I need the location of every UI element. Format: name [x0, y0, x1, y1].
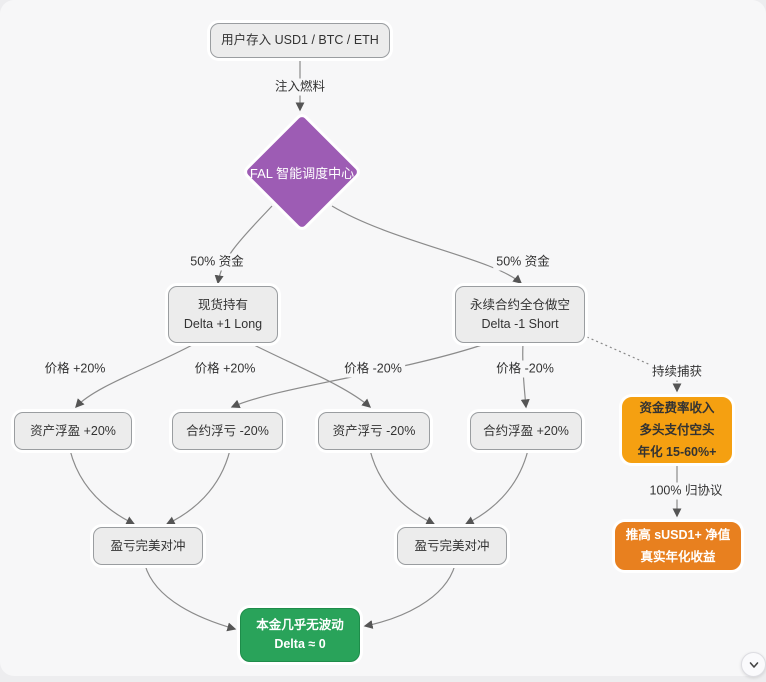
node-funding-line2: 多头支付空头	[639, 423, 715, 437]
edge-label-price-up-1: 价格 +20%	[41, 360, 109, 378]
node-hedge-right: 盈亏完美对冲	[397, 527, 507, 565]
edge-label-price-up-2: 价格 +20%	[191, 360, 259, 378]
node-funding-line1: 资金费率收入	[639, 401, 715, 415]
node-asset-loss-label: 资产浮亏 -20%	[332, 423, 416, 438]
edge-label-protocol: 100% 归协议	[646, 482, 726, 500]
node-contract-loss: 合约浮亏 -20%	[172, 412, 283, 450]
edge-label-fuel: 注入燃料	[271, 78, 329, 96]
node-spot-holding: 现货持有 Delta +1 Long	[168, 286, 278, 343]
chevron-down-icon	[749, 661, 758, 668]
node-principal-stable: 本金几乎无波动 Delta ≈ 0	[240, 608, 360, 662]
node-perp-line2: Delta -1 Short	[481, 316, 559, 331]
node-hedge-left-label: 盈亏完美对冲	[110, 538, 186, 553]
node-perp-short: 永续合约全仓做空 Delta -1 Short	[455, 286, 585, 343]
node-contract-loss-label: 合约浮亏 -20%	[186, 423, 269, 438]
node-nav-boost: 推高 sUSD1+ 净值 真实年化收益	[615, 522, 741, 570]
node-dispatcher-label: FAL 智能调度中心	[249, 165, 355, 181]
node-asset-gain-label: 资产浮盈 +20%	[30, 423, 116, 438]
node-nav-line1: 推高 sUSD1+ 净值	[625, 528, 731, 542]
node-perp-line1: 永续合约全仓做空	[469, 297, 570, 312]
edge-label-price-down-2: 价格 -20%	[493, 360, 557, 378]
edge-label-fund-right: 50% 资金	[493, 253, 553, 271]
node-hedge-right-label: 盈亏完美对冲	[414, 538, 490, 553]
node-funding-line3: 年化 15-60%+	[637, 445, 717, 459]
edge-label-price-down-1: 价格 -20%	[341, 360, 405, 378]
scroll-down-button[interactable]	[741, 652, 766, 677]
node-contract-gain-label: 合约浮盈 +20%	[483, 423, 569, 438]
edge-label-fund-left: 50% 资金	[187, 253, 247, 271]
node-user-deposit: 用户存入 USD1 / BTC / ETH	[210, 23, 390, 58]
node-nav-line2: 真实年化收益	[640, 550, 716, 564]
node-contract-gain: 合约浮盈 +20%	[470, 412, 582, 450]
node-principal-line2: Delta ≈ 0	[274, 637, 326, 651]
node-spot-line1: 现货持有	[197, 297, 248, 312]
node-hedge-left: 盈亏完美对冲	[93, 527, 203, 565]
node-asset-loss: 资产浮亏 -20%	[318, 412, 430, 450]
node-funding-income: 资金费率收入 多头支付空头 年化 15-60%+	[622, 397, 732, 463]
node-dispatcher: FAL 智能调度中心	[244, 114, 360, 230]
node-principal-line1: 本金几乎无波动	[256, 618, 344, 632]
node-spot-line2: Delta +1 Long	[183, 316, 263, 331]
node-user-deposit-label: 用户存入 USD1 / BTC / ETH	[221, 33, 379, 47]
node-asset-gain: 资产浮盈 +20%	[14, 412, 132, 450]
edge-label-capture: 持续捕获	[648, 363, 706, 381]
